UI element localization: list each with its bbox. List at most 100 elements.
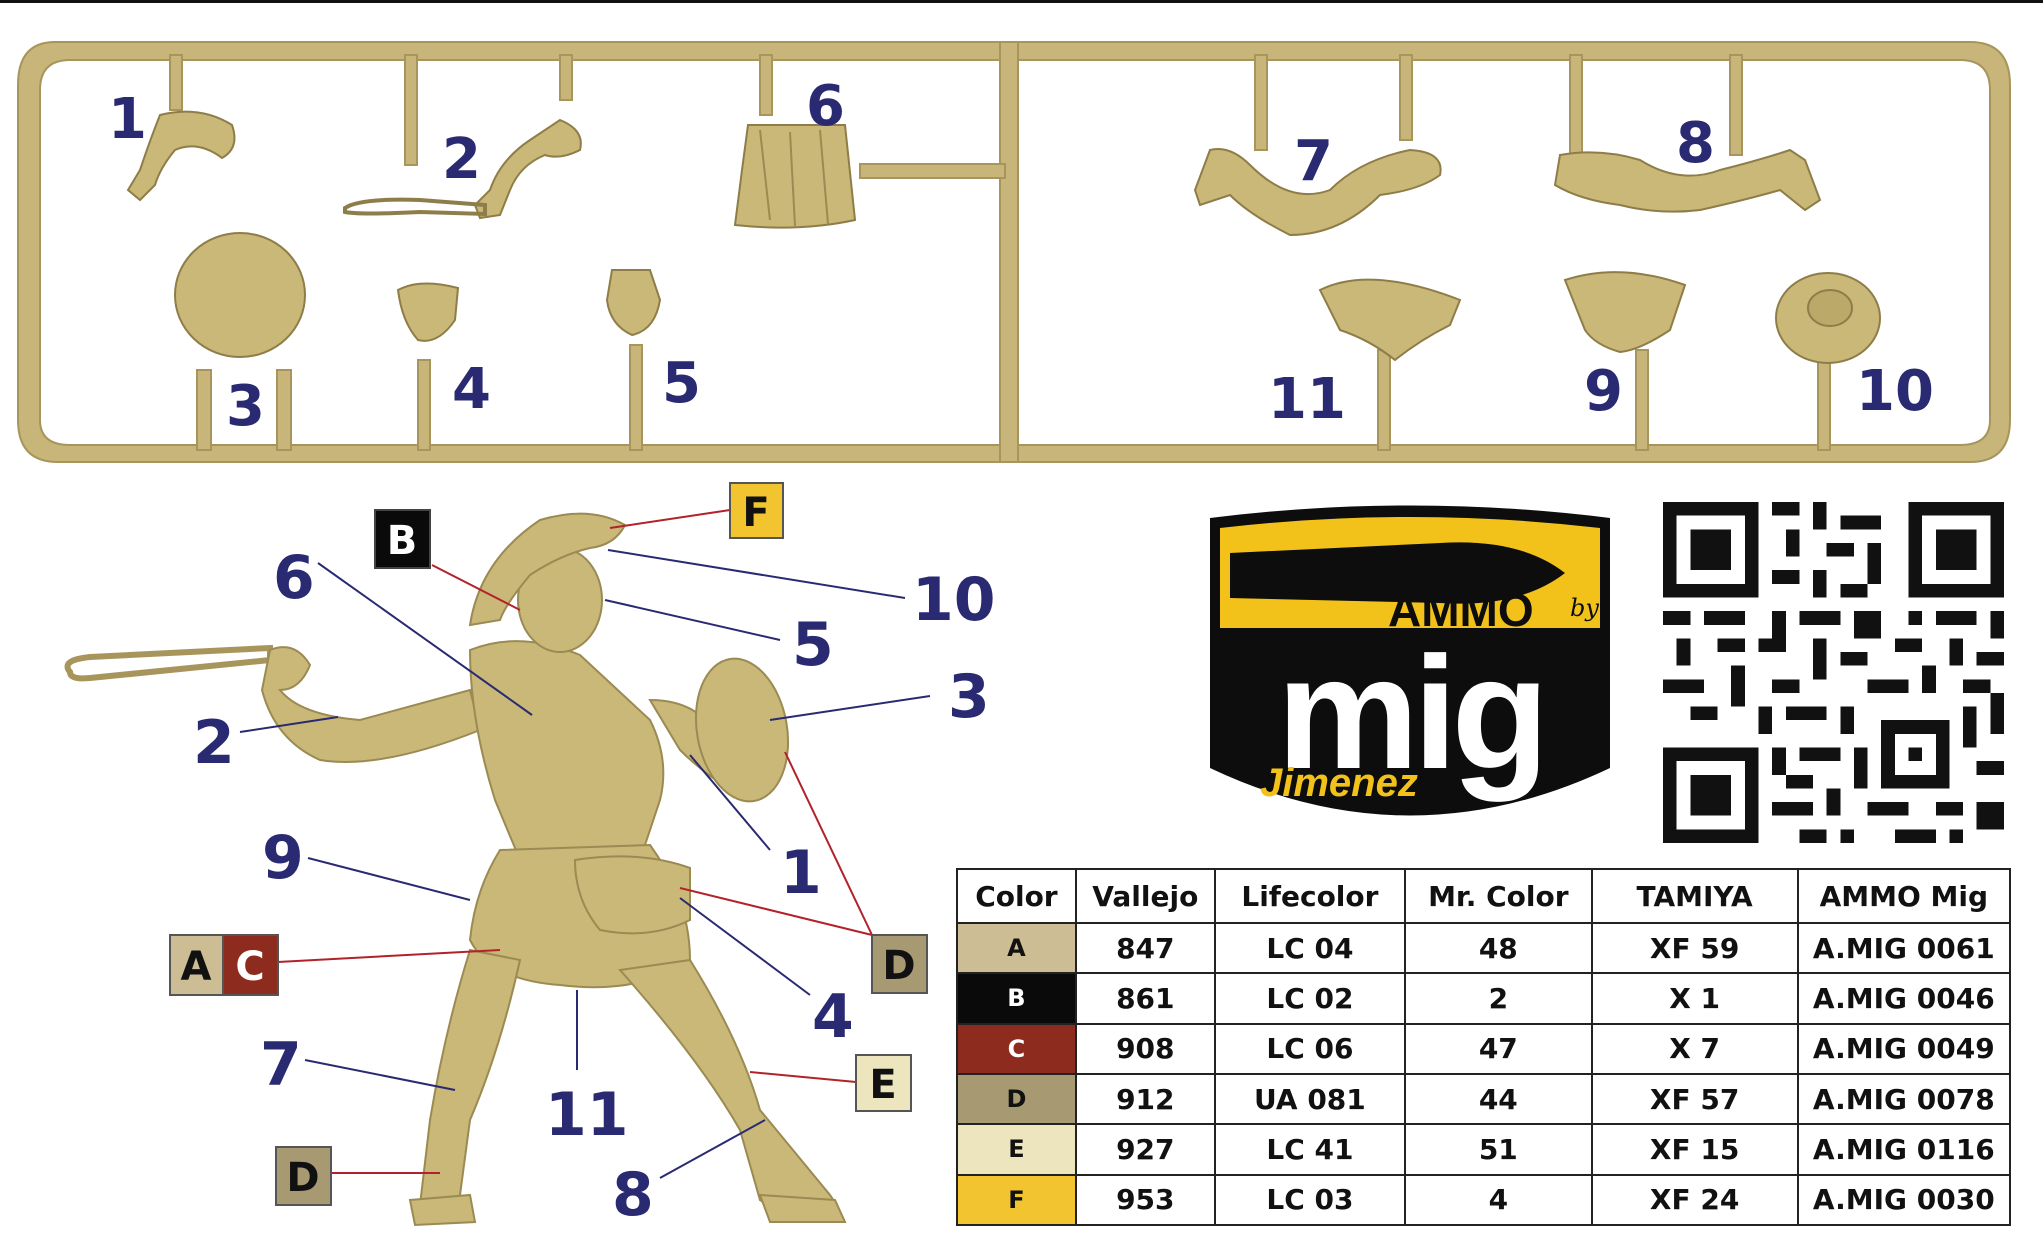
figure-label-5: 5 [792,610,834,680]
figure-throwing-arm [260,646,482,763]
sprue-label-5: 5 [662,351,701,416]
svg-text:D: D [286,1155,319,1201]
vallejo-cell: 953 [1074,1173,1216,1227]
logo-jimenez-text: Jimenez [1260,761,1418,805]
tamiya-cell: XF 15 [1590,1123,1799,1176]
svg-text:A: A [181,944,212,990]
header-lifecolor: Lifecolor [1213,868,1407,924]
header-color: Color [956,868,1077,924]
figure-left-leg [418,948,522,1210]
assembled-figure [64,512,847,1227]
ammo-mig-logo: AMMO by mig Jimenez [1210,505,1610,816]
logo-mig-text: mig [1277,623,1543,802]
sprue-number-labels: 1 2 6 3 4 5 7 8 11 9 10 [108,74,1934,439]
tamiya-cell: XF 24 [1590,1173,1799,1227]
figure-label-11: 11 [545,1080,629,1150]
mrcolor-cell: 48 [1404,921,1593,975]
ammo-cell: A.MIG 0030 [1796,1173,2012,1227]
tamiya-cell: XF 59 [1590,921,1799,975]
lifecolor-cell: LC 03 [1213,1173,1407,1227]
marker-d-right: D [871,934,928,994]
sprue-label-7: 7 [1294,129,1333,194]
svg-text:F: F [742,490,769,536]
marker-a: A [169,934,224,996]
figure-label-2: 2 [193,708,235,778]
sprue-label-1: 1 [108,87,147,152]
marker-c: C [222,934,279,996]
vallejo-cell: 912 [1074,1072,1216,1126]
logo-by-text: by [1570,594,1599,622]
tamiya-cell: X 7 [1590,1022,1799,1075]
figure-label-9: 9 [262,823,304,893]
ammo-cell: A.MIG 0078 [1796,1072,2012,1126]
ammo-cell: A.MIG 0061 [1796,921,2012,975]
sprue-parts [126,110,1881,364]
marker-f: F [729,482,784,539]
sprue-label-2: 2 [442,127,481,192]
mrcolor-cell: 47 [1404,1022,1593,1075]
sprue-frame [17,41,2011,463]
figure-label-4: 4 [812,982,854,1052]
vallejo-cell: 847 [1074,921,1216,975]
tamiya-cell: X 1 [1590,972,1799,1025]
lifecolor-cell: LC 02 [1213,972,1407,1025]
tamiya-cell: XF 57 [1590,1072,1799,1126]
part-8-leg [1553,148,1822,213]
marker-e: E [855,1054,912,1112]
sprue-label-4: 4 [452,357,491,422]
part-4-piece [396,282,460,342]
svg-text:C: C [235,944,264,990]
mrcolor-cell: 2 [1404,972,1593,1025]
part-11-piece [1318,278,1462,362]
lifecolor-cell: LC 06 [1213,1022,1407,1075]
vallejo-cell: 908 [1074,1022,1216,1075]
svg-text:B: B [387,518,418,564]
vallejo-cell: 861 [1074,972,1216,1025]
ammo-cell: A.MIG 0049 [1796,1022,2012,1075]
figure-label-3: 3 [948,662,990,732]
top-border-line [0,0,2043,3]
figure-right-foot [758,1193,847,1223]
figure-left-foot [408,1193,477,1227]
color-swatch-cell: E [956,1123,1077,1176]
figure-leader-lines [239,509,931,1179]
part-7-leg [1193,148,1442,237]
sprue-label-10: 10 [1856,359,1934,424]
table-header-row: Color Vallejo Lifecolor Mr. Color TAMIYA… [956,868,2012,924]
qr-code [1663,502,2004,843]
figure-shield [694,657,790,803]
sprue-label-9: 9 [1584,359,1623,424]
part-2-arm [473,118,582,220]
sprue-label-8: 8 [1676,111,1715,176]
bullet-icon [1230,542,1565,604]
color-swatch-cell: C [956,1022,1077,1075]
part-2-sling [343,197,487,217]
sprue-label-6: 6 [806,74,845,139]
sprue-label-3: 3 [226,374,265,439]
figure-label-7: 7 [260,1030,302,1100]
mrcolor-cell: 4 [1404,1173,1593,1227]
color-swatch-cell: B [956,972,1077,1025]
svg-text:D: D [882,943,915,989]
header-mrcolor: Mr. Color [1404,868,1593,924]
part-3-shield [174,232,306,358]
color-swatch-cell: A [956,921,1077,975]
color-swatch-cell: D [956,1072,1077,1126]
mrcolor-cell: 51 [1404,1123,1593,1176]
color-markers: B F A C D E D [169,482,928,1206]
figure-sling [64,644,273,682]
marker-b: B [374,509,431,569]
mrcolor-cell: 44 [1404,1072,1593,1126]
sprue-label-11: 11 [1268,367,1346,432]
marker-d-bottom: D [275,1146,332,1206]
figure-number-labels: 6 2 9 7 11 8 10 5 3 1 4 [193,543,996,1230]
figure-torso [468,640,665,861]
part-9-piece [1563,271,1687,354]
figure-label-10: 10 [912,565,996,635]
vallejo-cell: 927 [1074,1123,1216,1176]
